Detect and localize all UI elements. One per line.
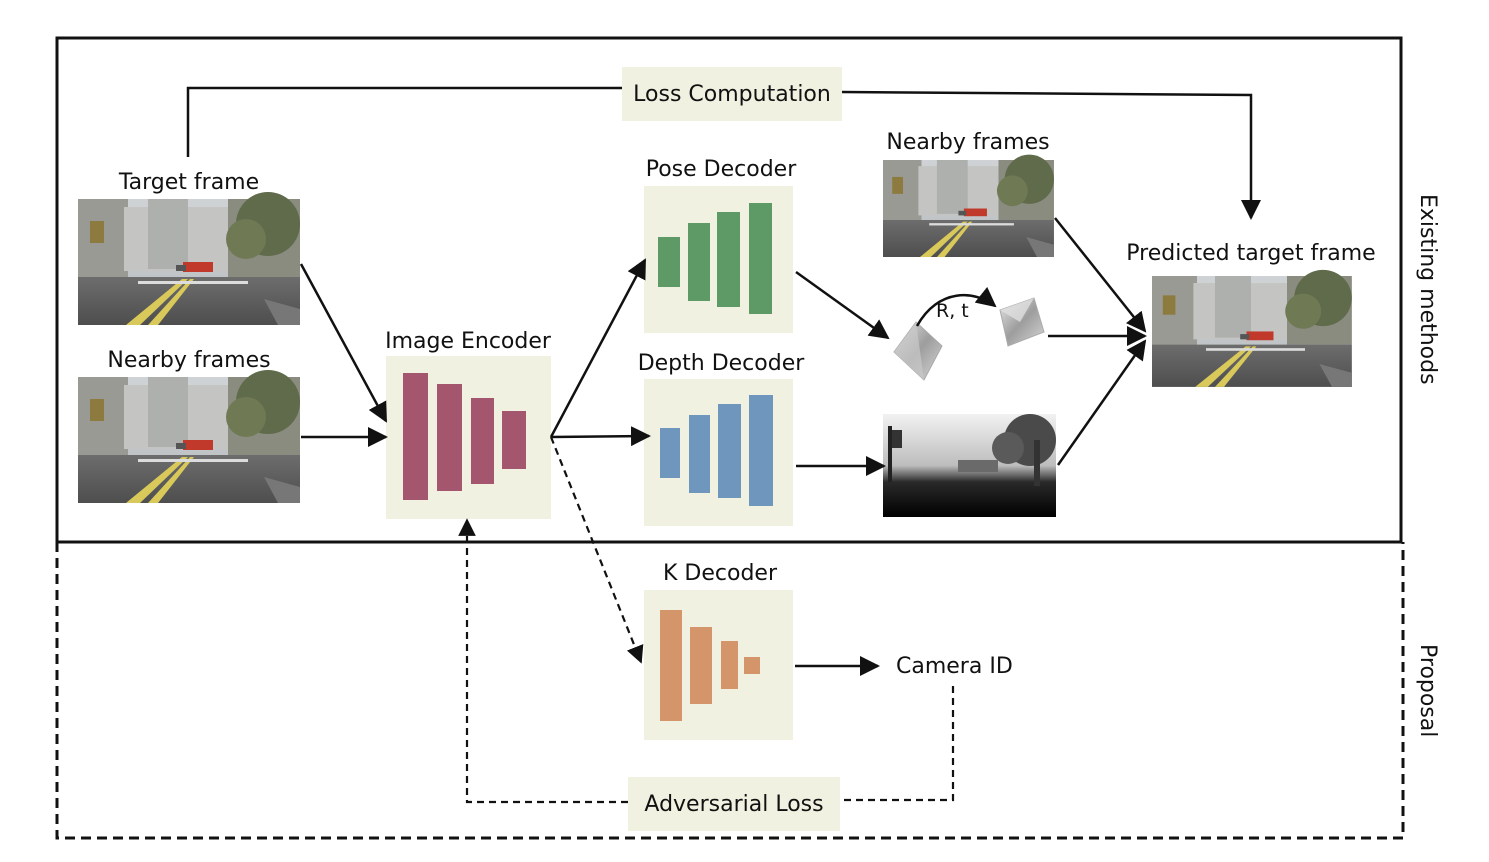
arrow-depth-to-predicted: [1056, 339, 1147, 466]
proposal-box: [55, 542, 1405, 840]
target-frame-image: [78, 192, 300, 325]
target-frame-label: Target frame: [118, 170, 260, 195]
arrow-rt-curve: [915, 286, 997, 327]
k-decoder-label: K Decoder: [663, 561, 777, 586]
predicted-target-frame-image: [1152, 269, 1352, 387]
nearby-frames-right-label: Nearby frames: [886, 130, 1050, 155]
proposal-label: Proposal: [1415, 644, 1440, 738]
nearby-frames-left-label: Nearby frames: [107, 348, 271, 373]
nearby-frames-image-right: [883, 154, 1054, 258]
camera-pose-cube-left: [893, 321, 943, 381]
k-decoder-layers: [660, 610, 760, 721]
depth-decoder-label: Depth Decoder: [637, 351, 805, 376]
pose-decoder-label: Pose Decoder: [645, 157, 797, 182]
existing-methods-box: [55, 36, 1403, 544]
loss-computation-label: Loss Computation: [622, 67, 842, 121]
pose-decoder-layers: [658, 203, 772, 314]
dashed-arrows: [458, 436, 955, 804]
arrow-pose-to-cube: [795, 270, 890, 340]
encoder-layers: [403, 373, 526, 500]
arrow-camera-to-adversarial: [840, 686, 955, 802]
rt-label: R, t: [936, 300, 969, 322]
nearby-frames-image-left: [78, 370, 300, 503]
predicted-target-frame-label: Predicted target frame: [1126, 241, 1376, 266]
image-encoder-label: Image Encoder: [385, 329, 551, 354]
arrow-adversarial-to-encoder: [458, 518, 628, 804]
existing-methods-label: Existing methods: [1415, 194, 1440, 385]
arrow-encoder-to-depth: [550, 426, 651, 447]
arrow-nearby-to-predicted: [1054, 217, 1147, 333]
arrow-encoder-to-pose: [549, 258, 647, 438]
depth-map-image: [883, 414, 1056, 517]
arrow-loss-from-target: [186, 86, 622, 157]
depth-decoder-layers: [660, 395, 773, 506]
solid-arrows: [186, 86, 1261, 676]
arrow-loss-to-predicted: [841, 90, 1261, 220]
arrow-target-to-encoder: [299, 263, 388, 423]
arrow-encoder-to-k: [549, 436, 644, 664]
camera-pose-cube-right: [999, 297, 1045, 347]
camera-id-label: Camera ID: [896, 654, 1013, 679]
adversarial-loss-label: Adversarial Loss: [628, 777, 840, 831]
